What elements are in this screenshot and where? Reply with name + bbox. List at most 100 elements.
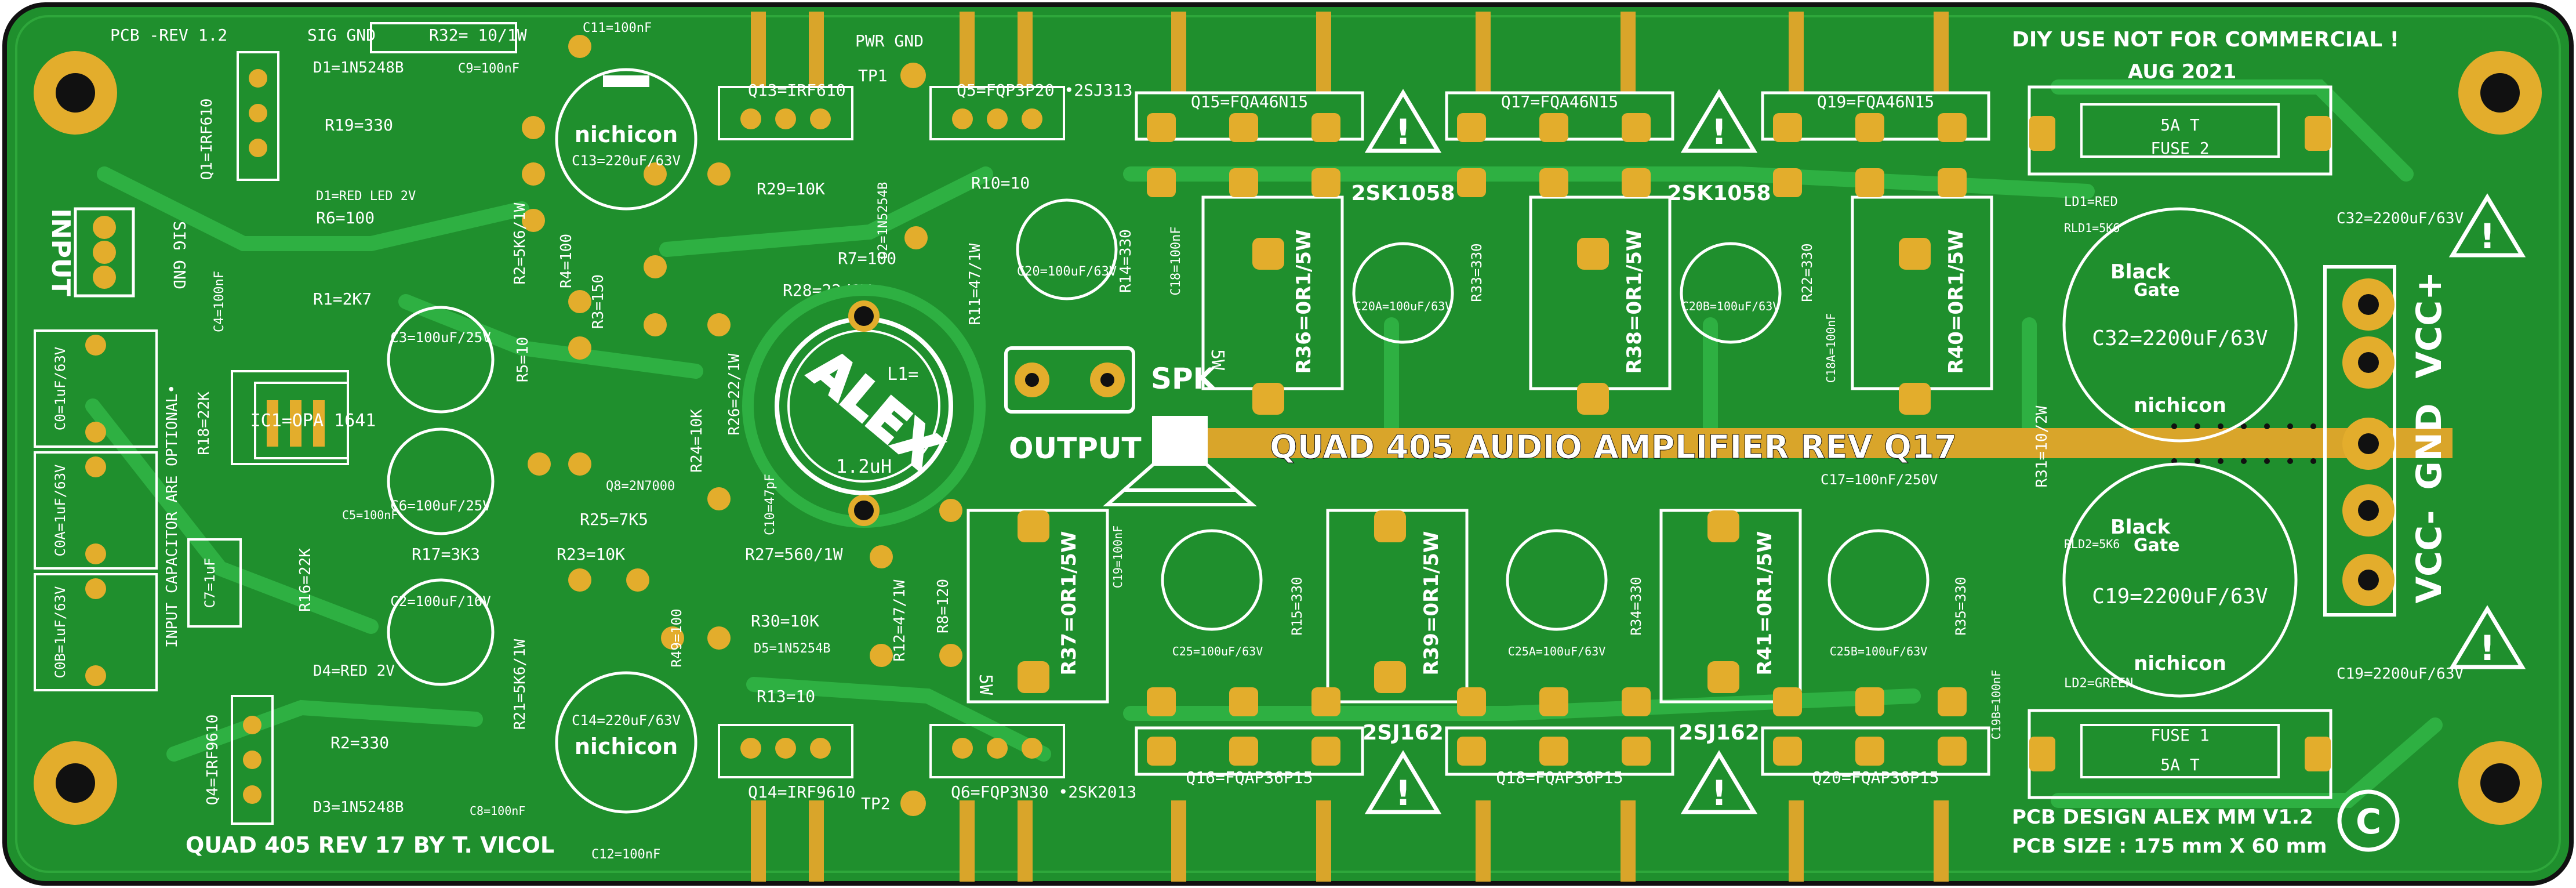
r10-label: R10=10 xyxy=(971,173,1030,193)
c19-label-outer: C19=2200uF/63V xyxy=(2337,665,2464,683)
input-label: INPUT xyxy=(46,208,75,296)
c14-brand: nichicon xyxy=(575,734,678,759)
r14-label: R14=330 xyxy=(1117,229,1135,293)
c19-capacitor xyxy=(2062,462,2298,698)
r21-label: R21=5K6/1W xyxy=(511,639,529,730)
ld1-label: LD1=RED xyxy=(2064,195,2118,209)
q5-label: Q5=FQP3P20 •2SJ313 xyxy=(957,81,1132,100)
r13-label: R13=10 xyxy=(757,687,815,706)
c8-label: C8=100nF xyxy=(470,804,525,818)
board-inner-edge xyxy=(15,15,2561,873)
q19-label: Q19=FQA46N15 xyxy=(1817,92,1934,111)
r38-label: R38=0R1/5W xyxy=(1623,229,1646,374)
c13-capacitor xyxy=(555,68,697,211)
sk-top-1: 2SK1058 xyxy=(1351,182,1455,205)
svg-text:!: ! xyxy=(2479,216,2495,257)
r7-label: R7=100 xyxy=(838,249,896,268)
c2-capacitor xyxy=(387,578,495,686)
warning-icon-top-1: ! xyxy=(1364,89,1442,153)
c6-label: C6=100uF/25V xyxy=(390,498,491,514)
d3-label: D3=1N5248B xyxy=(313,799,404,816)
r22-label: R22=330 xyxy=(1799,243,1815,302)
mounting-hole-top-right xyxy=(2458,51,2542,135)
sj-bottom-2: 2SJ162 xyxy=(1678,721,1760,745)
q4-label: Q4=IRF9610 xyxy=(204,715,221,806)
inductor-l1 xyxy=(742,284,986,528)
c20b-capacitor xyxy=(1680,242,1782,344)
mounting-hole-bottom-left xyxy=(34,741,117,825)
rail-vias xyxy=(2171,423,2316,464)
design-credit: PCB DESIGN ALEX MM V1.2 xyxy=(2012,806,2313,829)
ld2-label: LD2=GREEN xyxy=(2064,676,2133,691)
svg-text:!: ! xyxy=(1395,112,1411,153)
tp2-pad xyxy=(900,791,926,816)
gnd-rail xyxy=(1189,428,2453,458)
diy-notice: DIY USE NOT FOR COMMERCIAL ! xyxy=(2012,28,2399,52)
r41-label: R41=0R1/5W xyxy=(1753,531,1776,675)
c20-label: C20=100uF/63V xyxy=(1017,264,1117,279)
r24-label: R24=10K xyxy=(688,409,706,473)
warning-icon-vcc-plus: ! xyxy=(2448,193,2526,258)
c32-label-inner: C32=2200uF/63V xyxy=(2092,327,2268,350)
warning-icon-vcc-minus: ! xyxy=(2448,605,2526,669)
vcc-plus-label: VCC+ xyxy=(2409,271,2450,379)
c25b-label: C25B=100uF/63V xyxy=(1830,644,1928,658)
r5-label: R5=10 xyxy=(514,337,532,382)
r49-label: R49=100 xyxy=(668,608,685,667)
pwr-gnd-label: PWR GND xyxy=(855,31,924,50)
c32-brand-2: Gate xyxy=(2134,280,2180,300)
c14-capacitor xyxy=(555,671,697,814)
c25-capacitor xyxy=(1161,529,1263,631)
c0a-label: C0A=1uF/63V xyxy=(52,465,68,557)
c7-label: C7=1uF xyxy=(202,558,218,608)
spk-label: SPK xyxy=(1151,362,1217,396)
tp2-label: TP2 xyxy=(861,794,891,813)
r39-label: R39=0R1/5W xyxy=(1420,531,1443,675)
r34-label: R34=330 xyxy=(1628,577,1644,635)
r2-label: R2=5K6/1W xyxy=(511,202,529,284)
copyright-letter: C xyxy=(2356,802,2381,842)
c19-small-label: C19=100nF xyxy=(1111,525,1125,588)
svg-text:!: ! xyxy=(2479,628,2495,669)
input-terminal xyxy=(74,207,135,298)
c20a-label: C20A=100uF/63V xyxy=(1354,299,1452,313)
c7-capacitor xyxy=(187,538,242,628)
r16-label: R16=22K xyxy=(297,548,314,612)
c18-label: C18=100nF xyxy=(1169,226,1183,295)
d4-label: D4=RED 2V xyxy=(313,662,395,680)
r1-label: R1=2K7 xyxy=(313,289,372,309)
c6-capacitor xyxy=(387,427,495,535)
sig-gnd-side-label: SIG GND xyxy=(170,221,189,289)
gnd-label: GND xyxy=(2409,403,2450,490)
c25a-capacitor xyxy=(1506,529,1608,631)
vcc-minus-label: VCC- xyxy=(2409,510,2450,604)
fuse-2-holder xyxy=(2028,85,2332,176)
input-capacitor-group xyxy=(34,329,158,691)
r2b-label: R2=330 xyxy=(330,733,389,752)
pcb-size: PCB SIZE : 175 mm X 60 mm xyxy=(2012,835,2327,858)
c20b-label: C20B=100uF/63V xyxy=(1682,299,1780,313)
output-terminal xyxy=(1004,346,1135,414)
svg-text:!: ! xyxy=(1711,773,1727,814)
r6-label: R6=100 xyxy=(316,208,375,227)
c20-capacitor xyxy=(1016,198,1118,300)
c17-label: C17=100nF/250V xyxy=(1821,472,1938,488)
r15-label: R15=330 xyxy=(1289,577,1305,635)
ic1-label: IC1=OPA 1641 xyxy=(250,411,376,431)
warning-icon-bottom-2: ! xyxy=(1680,750,1758,814)
r19-label: R19=330 xyxy=(325,115,393,135)
c32-capacitor xyxy=(2062,207,2298,443)
c14-label: C14=220uF/63V xyxy=(572,712,681,728)
c32-label-outer: C32=2200uF/63V xyxy=(2337,210,2464,227)
r36-label: R36=0R1/5W xyxy=(1292,229,1316,374)
r35-label: R35=330 xyxy=(1953,577,1969,635)
c19-label-inner: C19=2200uF/63V xyxy=(2092,585,2268,608)
r37-label: R37=0R1/5W xyxy=(1058,531,1081,675)
r11-label: R11=47/1W xyxy=(967,243,984,325)
c0-label: C0=1uF/63V xyxy=(52,347,68,431)
r4-label: R4=100 xyxy=(558,234,575,288)
main-title: QUAD 405 AUDIO AMPLIFIER REV Q17 xyxy=(1270,429,1957,466)
c13-brand: nichicon xyxy=(575,122,678,147)
c19b-label: C19B=100nF xyxy=(1989,670,2003,740)
mounting-hole-top-left xyxy=(34,51,117,135)
